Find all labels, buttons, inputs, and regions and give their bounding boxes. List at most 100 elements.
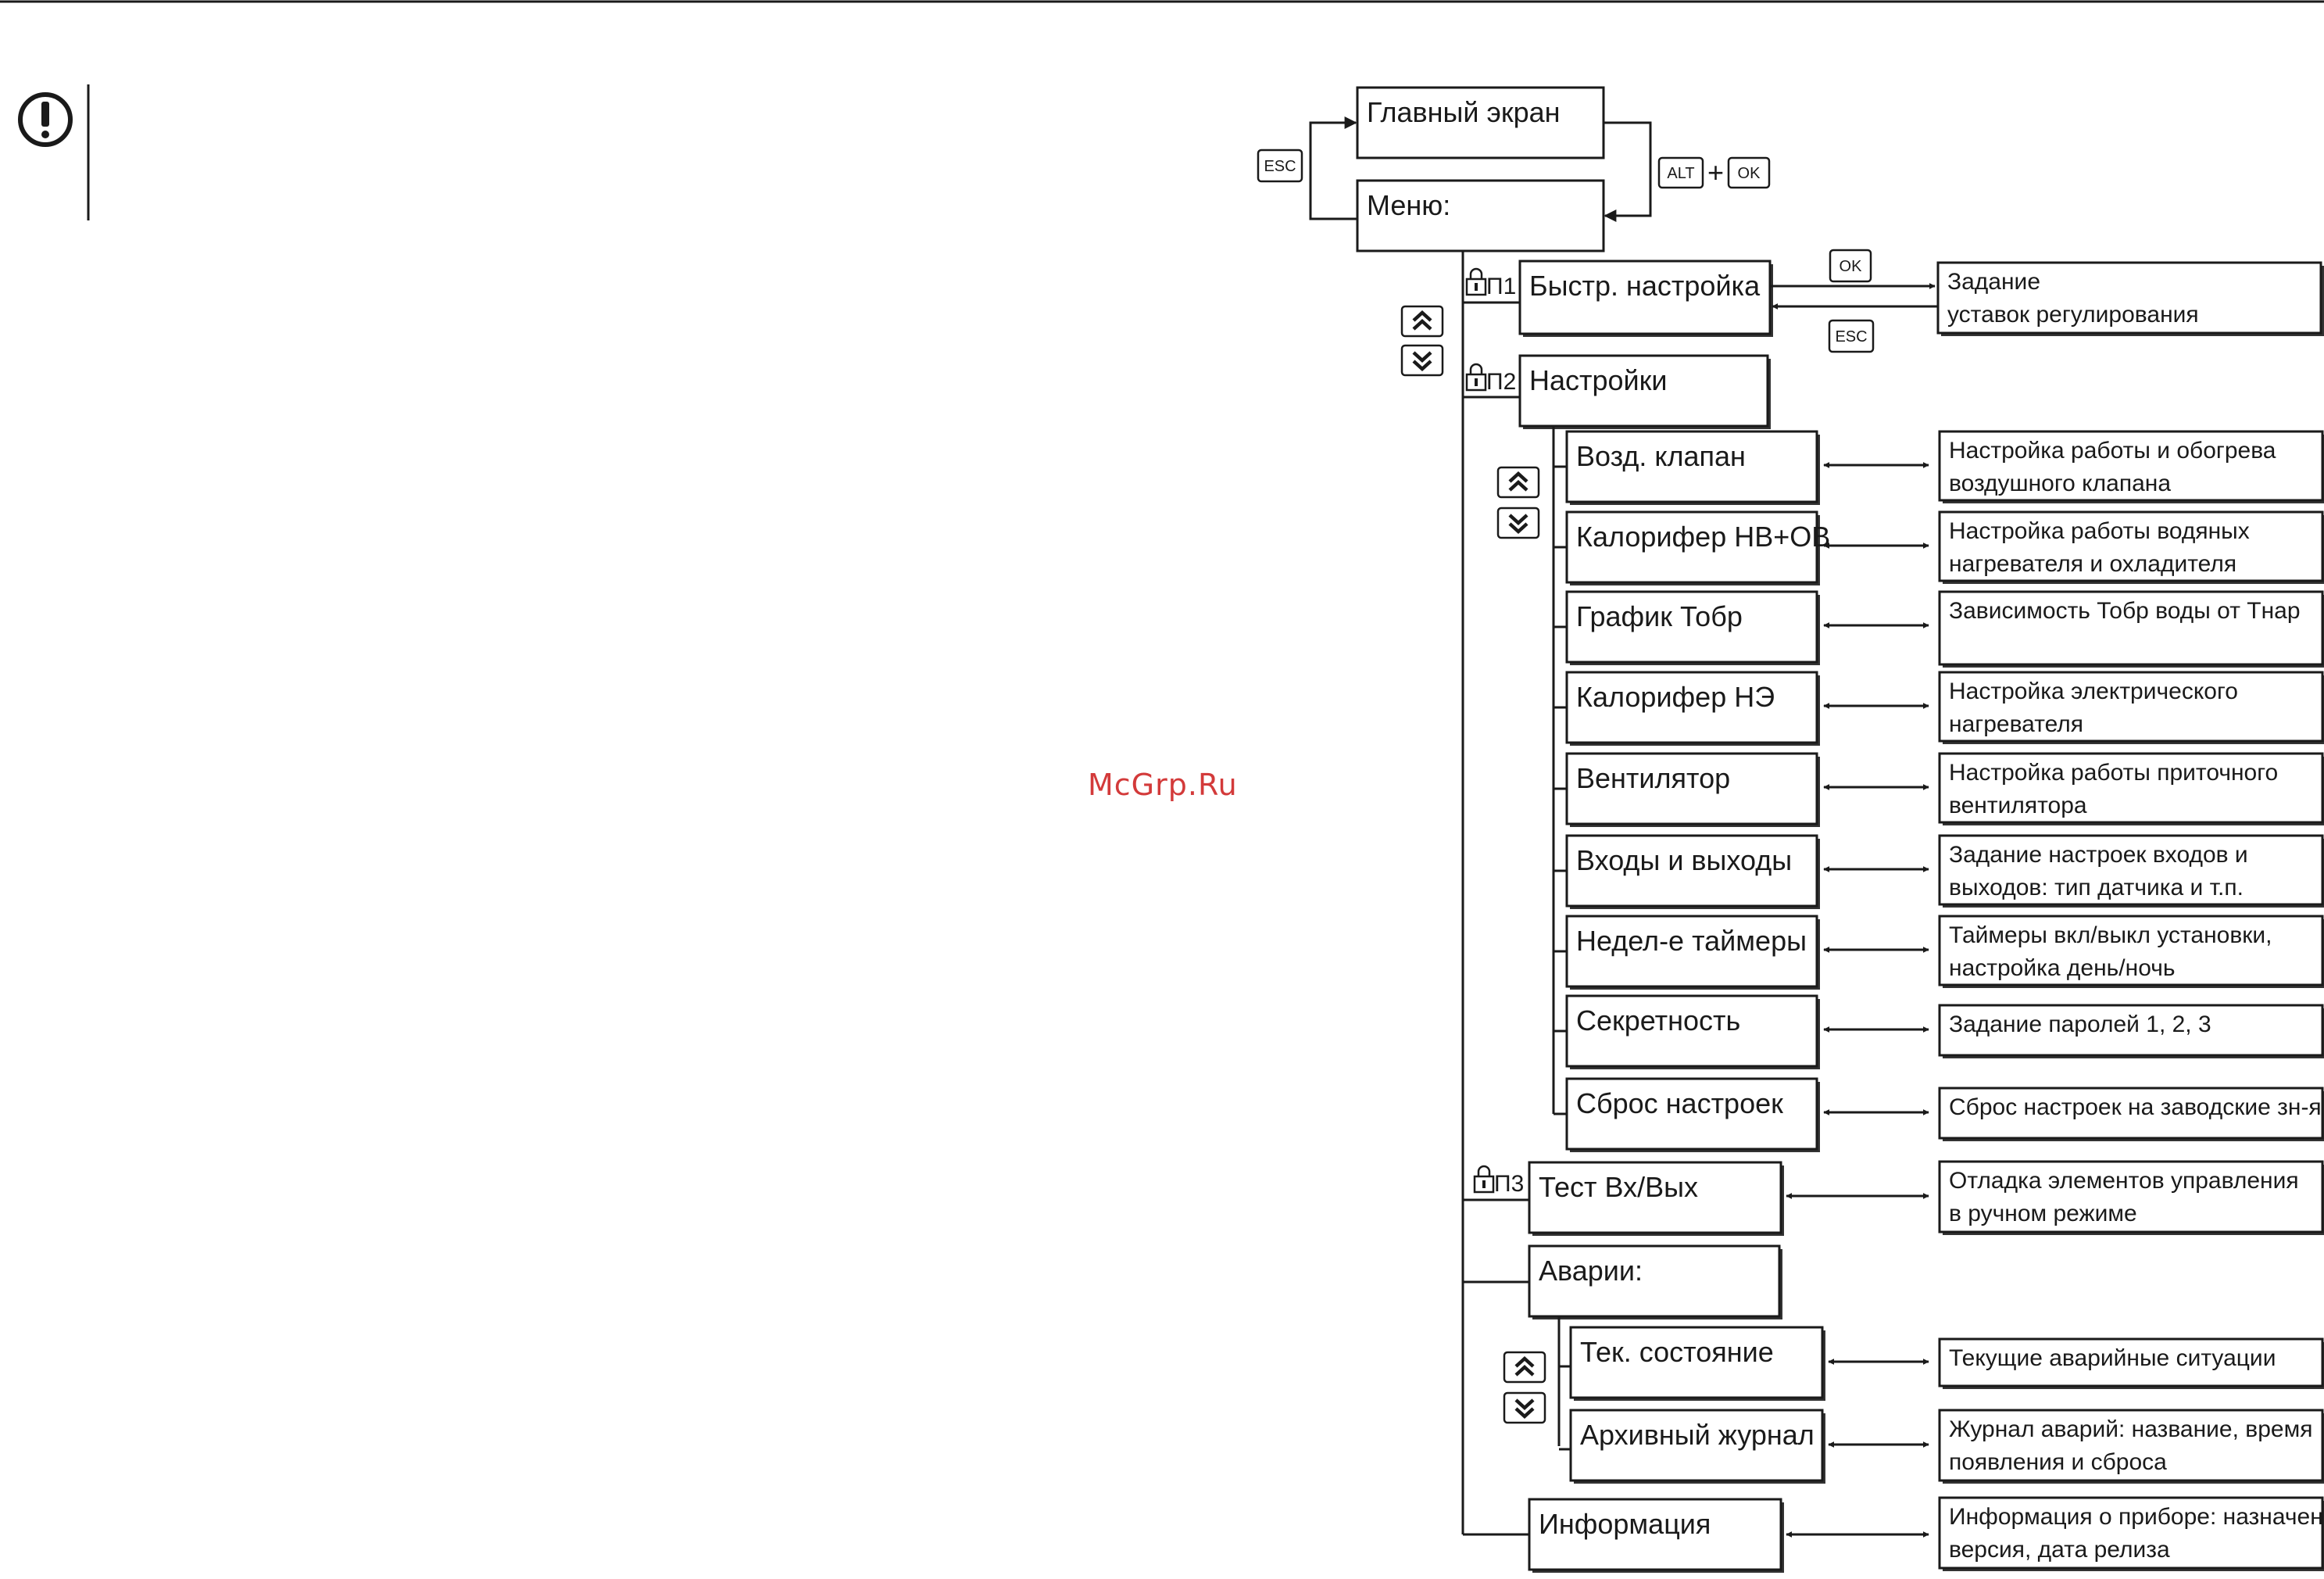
settings-desc-0 <box>1938 430 2324 502</box>
chevron-double-down-icon <box>1412 351 1432 372</box>
settings-item-8[interactable] <box>1565 1077 1818 1151</box>
p1-tag: П1 <box>1486 274 1516 299</box>
settings-item-1[interactable] <box>1565 510 1818 584</box>
alarms-box-label: Аварии: <box>1539 1255 1643 1287</box>
p2-tag: П2 <box>1486 369 1516 395</box>
settings-item-4-label: Вентилятор <box>1576 762 1730 794</box>
settings-desc-6-line: настройка день/ночь <box>1949 955 2176 981</box>
plus-sign: + <box>1707 156 1724 188</box>
settings-item-2-label: График Тобр <box>1576 600 1743 632</box>
settings-desc-3-line: нагревателя <box>1949 711 2083 737</box>
settings-item-7[interactable] <box>1565 994 1818 1068</box>
info-box[interactable] <box>1528 1498 1782 1571</box>
lock-icon-keyhole <box>1482 1180 1486 1188</box>
menu-box-label: Меню: <box>1367 189 1450 221</box>
quick-setup-desc-line: уставок регулирования <box>1947 302 2199 328</box>
ok-key-p1[interactable] <box>1829 249 1872 283</box>
settings-desc-8-line: Сброс настроек на заводские зн-я <box>1949 1094 2322 1120</box>
quick-setup-box-label: Быстр. настройка <box>1529 270 1761 302</box>
settings-box[interactable] <box>1518 354 1769 428</box>
settings-desc-5 <box>1938 834 2324 906</box>
chevron-double-down-icon <box>1508 514 1528 535</box>
alarm-desc-1-line: появления и сброса <box>1949 1449 2167 1475</box>
quick-setup-box[interactable] <box>1518 260 1772 335</box>
settings-desc-0-line: воздушного клапана <box>1949 471 2171 496</box>
lock-icon <box>1469 363 1483 374</box>
settings-desc-5-line: Задание настроек входов и <box>1949 842 2248 868</box>
settings-item-1-label: Калорифер НВ+ОВ <box>1576 521 1830 553</box>
main-screen-box-label: Главный экран <box>1367 96 1561 128</box>
settings-desc-4-line: Настройка работы приточного <box>1949 760 2278 786</box>
watermark: McGrp.Ru <box>1088 768 1238 802</box>
alarm-desc-0 <box>1938 1337 2324 1387</box>
settings-desc-7 <box>1938 1004 2324 1057</box>
alarm-desc-1 <box>1938 1409 2324 1482</box>
settings-desc-6 <box>1938 915 2324 986</box>
settings-desc-1 <box>1938 510 2324 582</box>
settings-item-4[interactable] <box>1565 752 1818 825</box>
settings-desc-5-line: выходов: тип датчика и т.п. <box>1949 875 2244 900</box>
info-desc <box>1938 1496 2324 1570</box>
settings-item-3[interactable] <box>1565 671 1818 744</box>
settings-desc-3 <box>1938 671 2324 743</box>
esc-key-p1[interactable] <box>1828 319 1875 353</box>
alarm-item-1-label: Архивный журнал <box>1580 1419 1815 1451</box>
lock-icon <box>1477 1165 1491 1176</box>
chevron-double-up-icon <box>1412 310 1432 331</box>
settings-desc-1-line: Настройка работы водяных <box>1949 518 2250 544</box>
attention-icon-bar <box>41 102 49 127</box>
ok-key-p1-label: OK <box>1840 258 1863 275</box>
test-io-box-label: Тест Вх/Вых <box>1539 1171 1698 1203</box>
ok-key[interactable] <box>1727 156 1771 189</box>
settings-desc-0-line: Настройка работы и обогрева <box>1949 438 2276 464</box>
settings-item-0[interactable] <box>1565 430 1818 503</box>
menu-box[interactable] <box>1356 179 1605 252</box>
alarms-box[interactable] <box>1528 1244 1781 1318</box>
test-io-box[interactable] <box>1528 1161 1782 1234</box>
chevron-double-up-icon <box>1508 471 1528 492</box>
settings-item-6-label: Недел-е таймеры <box>1576 925 1807 957</box>
settings-item-7-label: Секретность <box>1576 1004 1740 1037</box>
settings-item-3-label: Калорифер НЭ <box>1576 681 1775 713</box>
info-desc-line: Информация о приборе: назначение, <box>1949 1504 2324 1530</box>
chevron-double-down-icon <box>1514 1398 1535 1420</box>
chevron-double-up-icon <box>1514 1355 1535 1377</box>
lock-icon-keyhole <box>1475 283 1478 291</box>
settings-desc-7-line: Задание паролей 1, 2, 3 <box>1949 1011 2211 1037</box>
attention-icon <box>18 92 73 147</box>
esc-key-label: ESC <box>1264 158 1296 175</box>
test-io-desc <box>1938 1160 2324 1233</box>
lock-icon-keyhole <box>1475 378 1478 386</box>
ok-loop-line <box>1604 121 1652 222</box>
alarm-item-0-label: Тек. состояние <box>1580 1336 1774 1368</box>
alarm-item-1[interactable] <box>1569 1409 1824 1482</box>
test-io-desc-line: в ручном режиме <box>1949 1201 2137 1226</box>
settings-item-0-label: Возд. клапан <box>1576 440 1746 472</box>
alarm-item-0[interactable] <box>1569 1326 1824 1399</box>
esc-key-p1-label: ESC <box>1835 328 1867 346</box>
alt-key-label: ALT <box>1667 165 1694 182</box>
info-desc-line: версия, дата релиза <box>1949 1537 2170 1563</box>
alarm-desc-0-line: Текущие аварийные ситуации <box>1949 1345 2276 1371</box>
alt-key[interactable] <box>1657 156 1704 189</box>
settings-item-2[interactable] <box>1565 590 1818 664</box>
settings-desc-1-line: нагревателя и охладителя <box>1949 551 2236 577</box>
settings-desc-2 <box>1938 590 2324 666</box>
settings-box-label: Настройки <box>1529 364 1668 396</box>
test-io-desc-line: Отладка элементов управления <box>1949 1168 2299 1194</box>
settings-desc-3-line: Настройка электрического <box>1949 679 2238 704</box>
esc-key[interactable] <box>1257 149 1303 183</box>
settings-desc-4-line: вентилятора <box>1949 793 2087 818</box>
settings-item-6[interactable] <box>1565 915 1818 988</box>
ok-key-label: OK <box>1738 165 1761 182</box>
lock-icon <box>1469 267 1483 279</box>
settings-item-5[interactable] <box>1565 834 1818 908</box>
settings-item-5-label: Входы и выходы <box>1576 844 1792 876</box>
settings-item-8-label: Сброс настроек <box>1576 1087 1783 1119</box>
info-box-label: Информация <box>1539 1508 1711 1540</box>
esc-loop-line <box>1309 116 1357 220</box>
quick-setup-desc <box>1936 261 2322 335</box>
attention-icon-dot <box>41 131 49 138</box>
